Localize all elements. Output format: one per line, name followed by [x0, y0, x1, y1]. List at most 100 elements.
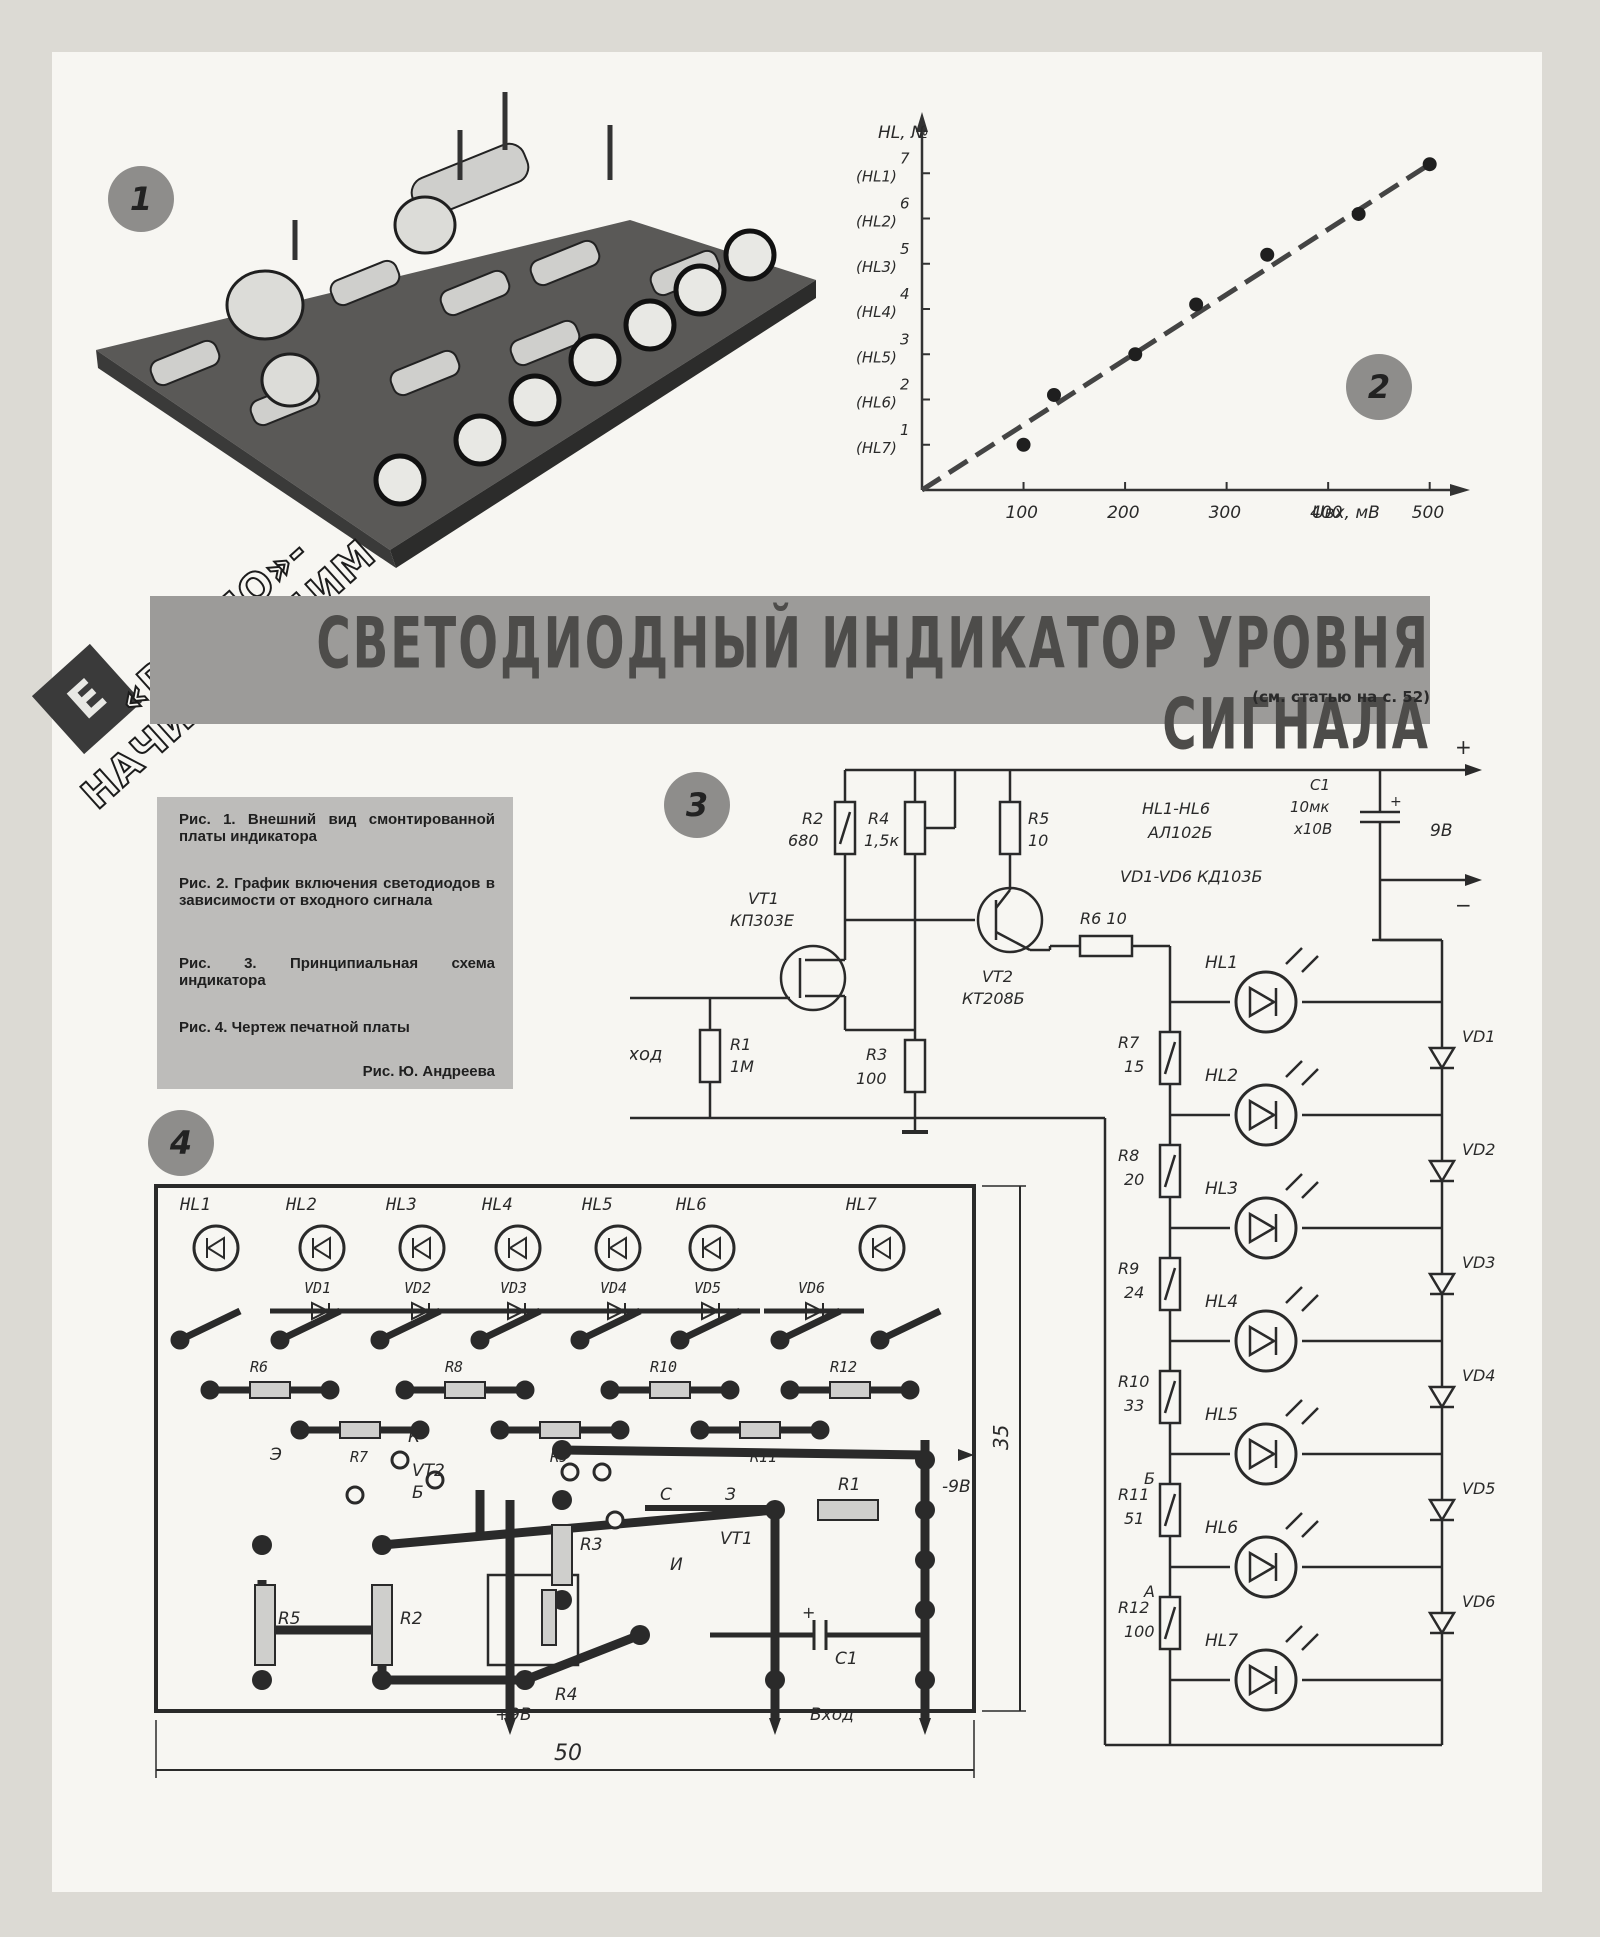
y-tick-led: (HL6): [856, 394, 897, 412]
pcb-pad: [570, 1330, 590, 1350]
r3-pcb-label: R3: [580, 1535, 603, 1555]
pcb-led-hl6: [688, 1224, 736, 1272]
r5-name: R5: [1028, 809, 1049, 828]
led-label: HL5: [1205, 1405, 1238, 1425]
x-tick-label: 300: [1209, 503, 1241, 523]
pcb-pad: [670, 1330, 690, 1350]
diode-label: VD6: [1462, 1592, 1495, 1611]
y-tick-led: (HL7): [856, 439, 897, 457]
pcb-resistor-r12: [829, 1381, 871, 1399]
y-tick-number: 2: [900, 376, 910, 394]
diode-label: VD4: [1462, 1366, 1495, 1385]
diode-vd2: [1427, 1159, 1457, 1184]
led-label: HL6: [1205, 1518, 1238, 1538]
pcb-resistor-r6: [249, 1381, 291, 1399]
ladder-resistor-name: R9: [1118, 1259, 1139, 1278]
ladder-resistor-value: 20: [1124, 1170, 1144, 1189]
pcb-led-hl1: [192, 1224, 240, 1272]
caption-box: Рис. 1. Внешний вид смонтированной платы…: [157, 797, 513, 1089]
pcb-minus9-label: -9В: [942, 1477, 971, 1497]
pcb-pad: [870, 1330, 890, 1350]
supply-label: 9В: [1430, 821, 1452, 841]
fig4-badge: 4: [148, 1110, 214, 1176]
pcb-diode-label: VD3: [500, 1279, 527, 1297]
pcb-resistor-r10: [649, 1381, 691, 1399]
r4-trimmer-outline: [486, 1573, 580, 1667]
pcb-b2-label: Б: [412, 1483, 424, 1503]
led-anode: [1248, 985, 1277, 1019]
page-title: СВЕТОДИОДНЫЙ ИНДИКАТОР УРОВНЯ СИГНАЛА: [316, 604, 1430, 766]
pcb-height-dim: 35: [989, 1425, 1013, 1450]
pcb-vt2-label: VT2: [412, 1461, 445, 1481]
ladder-resistor-value: 33: [1124, 1396, 1144, 1415]
r5-pcb-label: R5: [278, 1609, 301, 1629]
r2-pcb-label: R2: [400, 1609, 423, 1629]
ladder-resistor-name: R12: [1118, 1598, 1149, 1617]
pcb-led-label: HL7: [845, 1195, 877, 1215]
pcb-resistor-label: R6: [250, 1358, 268, 1376]
node-b-label: Б: [1144, 1469, 1155, 1488]
title-band: [150, 596, 1430, 724]
pcb-diode-label: VD1: [304, 1279, 331, 1297]
pcb-led-label: HL3: [385, 1195, 417, 1215]
y-tick-number: 6: [900, 195, 910, 213]
pcb-led-symbol: [312, 1236, 331, 1260]
diode-vd4: [1427, 1385, 1457, 1410]
diode-vd5: [1427, 1498, 1457, 1523]
y-tick-number: 5: [900, 240, 910, 258]
y-tick-led: (HL1): [856, 167, 897, 185]
data-point: [1189, 297, 1204, 312]
ladder-resistor-value: 100: [1124, 1622, 1155, 1641]
trend-line: [920, 162, 1432, 493]
diode-label: VD3: [1462, 1253, 1495, 1272]
fig3-badge: 3: [664, 772, 730, 838]
diode-label: VD1: [1462, 1027, 1495, 1046]
title-reference: (см. статью на с. 52): [1252, 688, 1430, 706]
led-label: HL1: [1205, 953, 1238, 973]
vt1-name: VT1: [748, 889, 779, 908]
y-tick-number: 1: [900, 421, 910, 439]
pcb-resistor-r7: [339, 1421, 381, 1439]
r4-pcb-label: R4: [555, 1685, 578, 1705]
diode-vd3: [1427, 1272, 1457, 1297]
input-label: Вход: [630, 1044, 662, 1065]
diode-label: VD2: [1462, 1140, 1495, 1159]
led-label: HL2: [1205, 1066, 1238, 1086]
r4-name: R4: [868, 809, 889, 828]
r3-name: R3: [866, 1045, 887, 1064]
r1-pcb: [817, 1499, 879, 1521]
data-point: [1351, 206, 1366, 221]
diode-label: VD5: [1462, 1479, 1495, 1498]
y-tick-number: 3: [900, 330, 910, 348]
vt1-transistor: [779, 944, 847, 1012]
x-axis-label: Uвх, мВ: [1312, 503, 1380, 523]
data-point: [1260, 247, 1275, 262]
pcb-pad: [270, 1330, 290, 1350]
svg-text:+: +: [1390, 794, 1402, 810]
r1-name: R1: [730, 1035, 751, 1054]
led-anode: [1248, 1324, 1277, 1358]
pcb-led-symbol: [508, 1236, 527, 1260]
r5-value: 10: [1028, 831, 1048, 850]
pcb-z-label: З: [725, 1485, 736, 1505]
node-a-label: А: [1143, 1582, 1155, 1601]
pcb-resistor-label: R7: [350, 1448, 368, 1466]
pcb-led-label: HL1: [179, 1195, 211, 1215]
vt1-type: КП303Е: [730, 911, 795, 930]
pcb-i-label: И: [670, 1555, 683, 1575]
pcb-resistor-label: R12: [830, 1358, 857, 1376]
c1-value: 10мк: [1290, 798, 1329, 816]
r4-resistor: [903, 800, 927, 856]
pcb-resistor-r8: [444, 1381, 486, 1399]
caption-author: Рис. Ю. Андреева: [362, 1063, 495, 1080]
pcb-pad: [470, 1330, 490, 1350]
pcb-resistor-label: R8: [445, 1358, 463, 1376]
pcb-diode-label: VD4: [600, 1279, 627, 1297]
pcb-led-hl4: [494, 1224, 542, 1272]
pcb-pad: [770, 1330, 790, 1350]
pcb-c-label: С: [660, 1485, 672, 1505]
pcb-led-label: HL5: [581, 1195, 613, 1215]
pcb-k-label: К: [408, 1427, 421, 1447]
